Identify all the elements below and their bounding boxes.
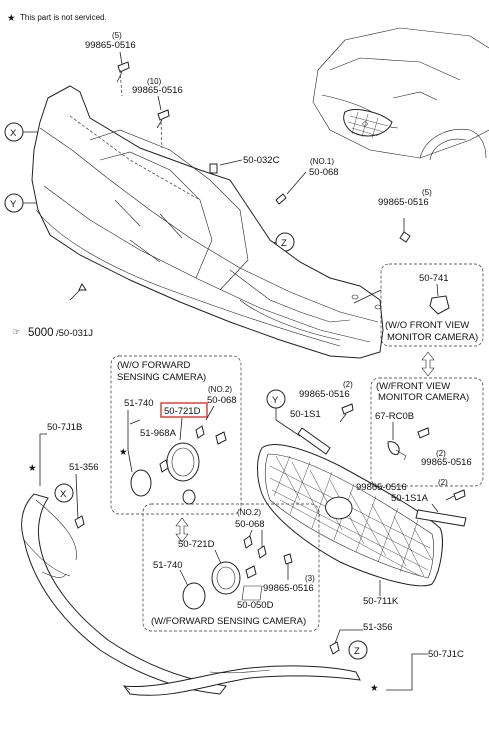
svg-text:X: X	[60, 489, 67, 500]
star-icon: ★	[7, 13, 16, 24]
car-logo-icon: ◇	[362, 119, 369, 128]
car-illustration: ◇	[312, 27, 489, 161]
svg-text:50-068: 50-068	[207, 395, 237, 406]
label-50-068-no1: (NO.1) 50-068	[286, 157, 339, 195]
bolt-icon	[157, 109, 170, 121]
star-icon: ★	[370, 683, 379, 694]
svg-text:(W/FORWARD SENSING CAMERA): (W/FORWARD SENSING CAMERA)	[151, 616, 306, 627]
header-note: ★ This part is not serviced.	[7, 13, 107, 24]
star-icon: ★	[28, 463, 37, 474]
svg-text:51-356: 51-356	[363, 622, 393, 633]
label-50-1s1: 50-1S1	[290, 409, 331, 455]
svg-text:50-7J1C: 50-7J1C	[428, 649, 464, 660]
svg-text:(W/FRONT VIEW: (W/FRONT VIEW	[376, 381, 450, 392]
svg-text:99865-0516: 99865-0516	[85, 40, 136, 51]
callout-y-mid: Y	[266, 389, 301, 437]
svg-text:50-068: 50-068	[235, 519, 265, 530]
svg-text:(NO.2): (NO.2)	[237, 508, 261, 517]
svg-text:MONITOR CAMERA): MONITOR CAMERA)	[378, 392, 469, 403]
svg-text:(3): (3)	[305, 574, 315, 583]
svg-text:51-740: 51-740	[153, 560, 183, 571]
svg-text:(5): (5)	[422, 188, 432, 197]
lip-left-50-7j1b: 50-7J1B ★ 51-356 X	[21, 422, 227, 695]
svg-text:SENSING CAMERA): SENSING CAMERA)	[117, 372, 206, 383]
svg-text:50-1S1: 50-1S1	[290, 409, 321, 420]
svg-text:50-032C: 50-032C	[243, 155, 280, 166]
svg-text:99865-0516: 99865-0516	[421, 457, 472, 468]
svg-text:(2): (2)	[438, 478, 448, 487]
svg-text:/50-031J: /50-031J	[56, 328, 93, 339]
svg-text:(W/O FORWARD: (W/O FORWARD	[117, 360, 190, 371]
svg-text:50-7J1B: 50-7J1B	[47, 422, 82, 433]
svg-text:51-740: 51-740	[124, 398, 154, 409]
svg-text:X: X	[10, 128, 17, 139]
bolt-99865-right: (5) 99865-0516	[378, 188, 432, 208]
w-front-view-box: (W/FRONT VIEW MONITOR CAMERA) 67-RC0B (2…	[370, 377, 484, 487]
wo-forward-sensing-box: (W/O FORWARD SENSING CAMERA) (NO.2) 51-7…	[110, 355, 242, 515]
svg-text:50-711K: 50-711K	[363, 596, 399, 607]
front-grille-50-711k: 50-711K	[257, 444, 443, 607]
alternate-arrow-mid	[175, 517, 189, 543]
svg-text:(2): (2)	[436, 449, 446, 458]
star-icon: ★	[119, 447, 128, 458]
highlight-box	[160, 402, 208, 418]
alternate-arrow-right	[421, 351, 435, 377]
wo-front-view-box: 50-741 (W/O FRONT VIEW MONITOR CAMERA)	[353, 263, 484, 347]
svg-text:50-721D: 50-721D	[178, 539, 215, 550]
svg-text:50-068: 50-068	[309, 167, 339, 178]
svg-text:99865-0516: 99865-0516	[378, 197, 429, 208]
label-50-032c: 50-032C	[219, 155, 280, 166]
bolt-99865-top-2: (10) 99865-0516	[132, 77, 183, 129]
svg-text:99865-0516: 99865-0516	[132, 85, 183, 96]
bolt-99865-mid: (2) 99865-0516	[299, 380, 354, 423]
svg-text:(NO.1): (NO.1)	[310, 157, 334, 166]
svg-text:51-356: 51-356	[69, 462, 99, 473]
svg-text:(NO.2): (NO.2)	[208, 385, 232, 394]
svg-text:67-RC0B: 67-RC0B	[375, 411, 414, 422]
svg-text:Z: Z	[354, 646, 360, 657]
svg-text:99865-0516: 99865-0516	[356, 482, 407, 493]
svg-text:5000: 5000	[28, 327, 54, 339]
svg-text:50-1S1A: 50-1S1A	[391, 493, 429, 504]
svg-text:99865-0516: 99865-0516	[299, 389, 350, 400]
svg-text:Z: Z	[281, 238, 287, 249]
svg-text:50-721D: 50-721D	[164, 406, 201, 417]
svg-text:51-968A: 51-968A	[140, 428, 177, 439]
bolt-99865-top-1: (5) 99865-0516	[85, 31, 136, 83]
reference-arrow-icon: ☞	[12, 327, 21, 338]
w-forward-sensing-box: (NO.2) 50-068 50-721D 51-740 (3) 99865-0…	[142, 503, 320, 632]
svg-text:(5): (5)	[112, 31, 122, 40]
svg-text:Y: Y	[10, 199, 17, 210]
bolt-99865-1s1a: (2) 99865-0516 50-1S1A	[356, 478, 467, 527]
svg-text:(W/O FRONT VIEW: (W/O FRONT VIEW	[385, 320, 469, 331]
svg-text:MONITOR CAMERA): MONITOR CAMERA)	[387, 332, 478, 343]
svg-text:50-050D: 50-050D	[237, 600, 274, 611]
bolt-icon	[117, 61, 130, 73]
label-5000: ☞ 5000 /50-031J	[12, 283, 93, 339]
svg-text:Y: Y	[272, 395, 279, 406]
lip-right-50-7j1c: 51-356 50-7J1C ★ Z	[122, 622, 464, 696]
svg-text:(10): (10)	[147, 77, 162, 86]
svg-text:99865-0516: 99865-0516	[263, 583, 314, 594]
svg-text:50-741: 50-741	[419, 273, 449, 284]
svg-text:(2): (2)	[343, 380, 353, 389]
not-serviced-note: This part is not serviced.	[20, 13, 107, 22]
